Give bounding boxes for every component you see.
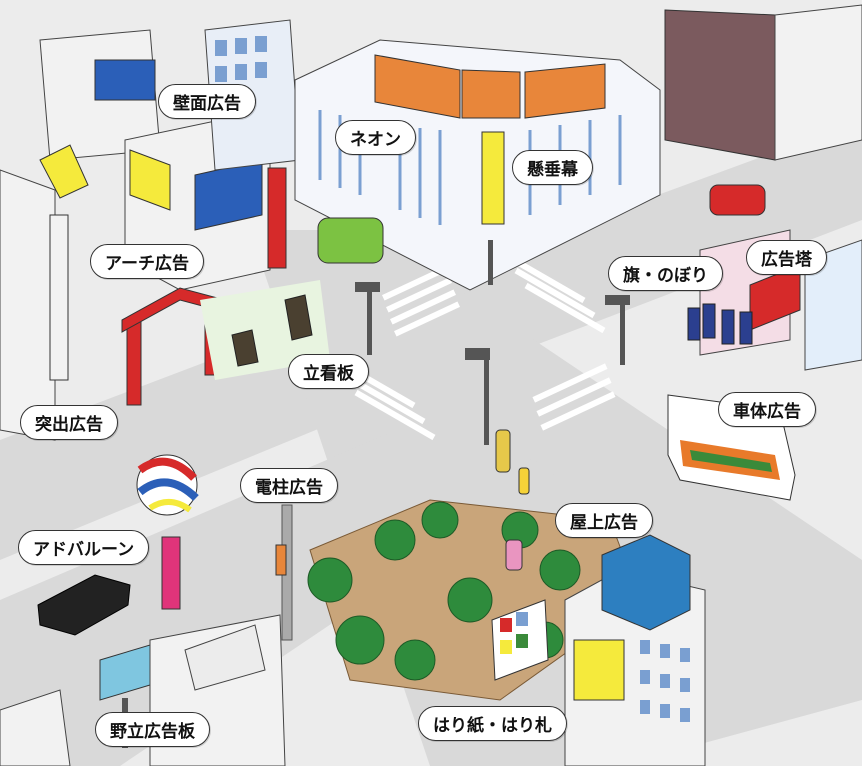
label-rooftop-ad: 屋上広告 bbox=[555, 503, 653, 538]
building-left-tall bbox=[0, 169, 56, 441]
label-protruding-ad: 突出広告 bbox=[20, 405, 118, 440]
balloon-banner bbox=[161, 536, 181, 610]
wall-sign-blue-top bbox=[94, 59, 156, 101]
label-ad-tower: 広告塔 bbox=[746, 240, 827, 275]
red-car bbox=[709, 184, 766, 216]
pedestrian-child bbox=[518, 467, 530, 495]
balloon-stripe-yellow bbox=[148, 499, 192, 513]
traffic-lights bbox=[355, 240, 630, 445]
standing-board-2 bbox=[231, 329, 259, 367]
label-vehicle-ad: 車体広告 bbox=[718, 392, 816, 427]
black-taxi bbox=[37, 574, 131, 636]
rooftop-sign bbox=[601, 534, 691, 631]
pole-ad-sign bbox=[275, 544, 287, 576]
label-billboard: 野立広告板 bbox=[95, 712, 210, 747]
crosswalks bbox=[334, 252, 616, 441]
windows-center bbox=[215, 36, 267, 82]
building-top-right-light bbox=[774, 4, 862, 161]
neon-sign-left bbox=[374, 54, 461, 119]
balloon-stripe-red bbox=[137, 457, 197, 481]
standing-board-1 bbox=[284, 294, 313, 341]
building-top-right-dark bbox=[664, 9, 776, 161]
pedestrian-woman bbox=[495, 429, 511, 473]
vertical-red-sign bbox=[267, 167, 287, 269]
building-bottom-left bbox=[0, 689, 71, 766]
yellow-roof-sign bbox=[39, 144, 89, 199]
label-banner: 懸垂幕 bbox=[512, 150, 593, 185]
label-arch-ad: アーチ広告 bbox=[90, 244, 204, 279]
label-pole-ad: 電柱広告 bbox=[240, 468, 338, 503]
hanging-banner bbox=[481, 131, 505, 225]
flags bbox=[687, 303, 753, 345]
label-wall-ad: 壁面広告 bbox=[158, 84, 256, 119]
label-flags: 旗・のぼり bbox=[608, 256, 723, 291]
green-car bbox=[317, 217, 384, 264]
windows-rooftop-building bbox=[640, 640, 690, 722]
label-posters: はり紙・はり札 bbox=[418, 706, 567, 741]
protruding-sign bbox=[49, 214, 69, 381]
park-trees bbox=[307, 501, 581, 681]
balloon-stripe-blue bbox=[137, 478, 199, 501]
rooftop-box bbox=[184, 624, 266, 691]
building-right-blue bbox=[804, 239, 862, 371]
label-standing-sign: 立看板 bbox=[288, 354, 369, 389]
neon-sign-right bbox=[524, 63, 606, 119]
yellow-wall-sign bbox=[573, 639, 625, 701]
neon-sign-center bbox=[461, 69, 521, 119]
wall-sign-yellow bbox=[129, 149, 171, 211]
label-ad-balloon: アドバルーン bbox=[18, 530, 150, 565]
seated-woman bbox=[505, 539, 523, 571]
label-neon: ネオン bbox=[335, 120, 416, 155]
poster-board bbox=[491, 599, 549, 681]
